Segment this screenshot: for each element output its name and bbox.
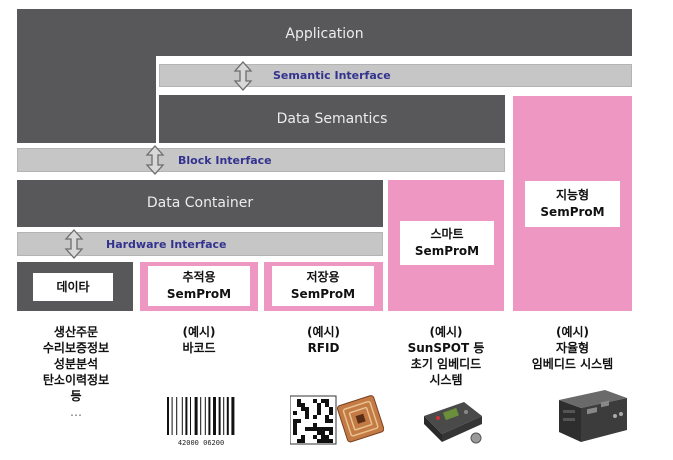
example-line: 성분분석: [53, 357, 99, 371]
example-line: SunSPOT 등: [407, 341, 485, 355]
data-examples: 생산주문 수리보증정보 성분분석 탄소이력정보 등 …: [20, 324, 132, 420]
semantic-interface-band: [159, 64, 632, 87]
sunspot-device-image: [418, 394, 488, 446]
tracking-label: 추적용: [182, 270, 216, 284]
example-line: 등: [70, 389, 82, 403]
storage-label: 저장용: [306, 270, 340, 284]
smart-label: 스마트: [430, 227, 464, 241]
example-line: (예시): [306, 325, 341, 339]
intelligent-examples: (예시) 자율형 임베디드 시스템: [507, 324, 638, 372]
example-line: (예시): [429, 325, 463, 339]
example-line: (예시): [555, 325, 590, 339]
example-line: …: [70, 405, 82, 419]
double-arrow-icon: [233, 61, 253, 91]
barcode-number: 42000 06200: [177, 439, 225, 447]
sunspot-device-icon: [424, 402, 482, 444]
example-line: (예시): [182, 325, 216, 339]
data-semantics-label: Data Semantics: [276, 111, 388, 127]
data-box-label: 데이타: [56, 279, 90, 294]
example-line: 수리보증정보: [42, 341, 110, 355]
intelligent-semprom-label: SemProM: [540, 205, 605, 219]
data-semantics-layer: [159, 95, 505, 143]
tracking-semprom-box: 추적용 SemProM: [148, 266, 250, 306]
intelligent-label: 지능형: [555, 188, 590, 202]
example-line: 시스템: [429, 373, 463, 387]
smart-semprom-label: SemProM: [414, 244, 480, 258]
example-line: 생산주문: [53, 325, 99, 339]
example-line: 초기 임베디드: [410, 357, 482, 371]
tracking-examples: (예시) 바코드: [140, 324, 258, 356]
barcode-icon: [167, 397, 235, 435]
hardware-interface-label: Hardware Interface: [106, 238, 227, 251]
example-line: 탄소이력정보: [42, 373, 110, 387]
rfid-tag-icon: [289, 395, 385, 445]
semantic-interface-label: Semantic Interface: [273, 69, 391, 82]
double-arrow-icon: [145, 145, 165, 175]
intelligent-semprom-box: 지능형 SemProM: [525, 181, 620, 227]
block-interface-band: [17, 148, 505, 172]
storage-semprom-label: SemProM: [290, 287, 356, 301]
barcode-image: 42000 06200: [165, 397, 237, 447]
application-layer-left: [17, 56, 156, 143]
data-container-label: Data Container: [146, 195, 254, 211]
double-arrow-icon: [64, 229, 84, 259]
example-line: 바코드: [182, 341, 216, 355]
storage-examples: (예시) RFID: [264, 324, 383, 356]
example-line: RFID: [307, 341, 340, 355]
rfid-image: [289, 392, 385, 448]
data-container-layer: [17, 180, 383, 227]
tracking-semprom-label: SemProM: [166, 287, 232, 301]
smart-examples: (예시) SunSPOT 등 초기 임베디드 시스템: [388, 324, 504, 388]
data-box: 데이타: [33, 273, 113, 301]
block-interface-label: Block Interface: [178, 154, 272, 167]
example-line: 자율형: [555, 341, 590, 355]
embedded-system-icon: [559, 390, 627, 442]
application-label: Application: [285, 26, 364, 42]
example-line: 임베디드 시스템: [531, 357, 614, 371]
application-layer: [17, 9, 632, 56]
embedded-system-image: [555, 386, 631, 446]
smart-semprom-box: 스마트 SemProM: [400, 221, 494, 265]
storage-semprom-box: 저장용 SemProM: [272, 266, 374, 306]
